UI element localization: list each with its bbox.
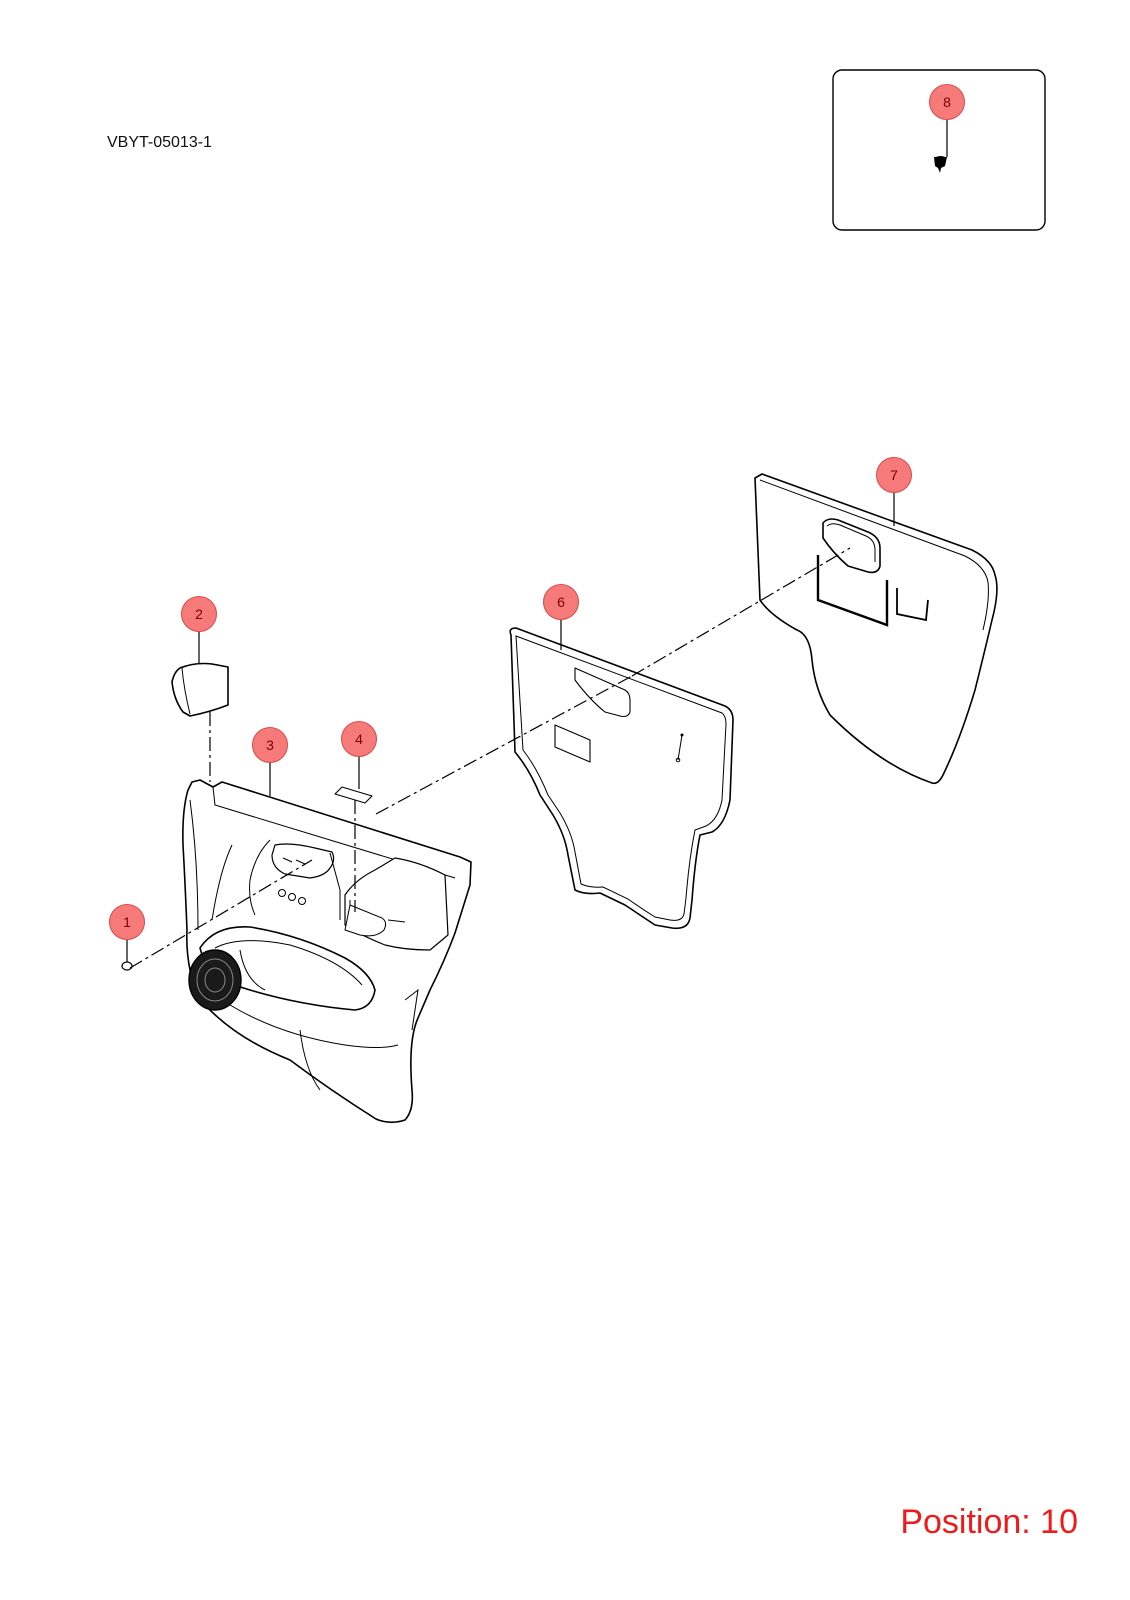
- callout-6[interactable]: 6: [543, 584, 579, 620]
- insulator-panel: [754, 473, 998, 785]
- screw-inset: [832, 69, 1046, 231]
- callout-1[interactable]: 1: [109, 904, 145, 940]
- position-label: Position: 10: [900, 1503, 1078, 1541]
- pad: [334, 786, 373, 804]
- callout-4[interactable]: 4: [341, 721, 377, 757]
- speaker-grille-icon: [188, 949, 242, 1011]
- callout-3-number: 3: [266, 737, 274, 753]
- callout-2-number: 2: [195, 606, 203, 622]
- screw-icon: [934, 156, 947, 173]
- clip: [121, 961, 133, 971]
- diagram-code: VBYT-05013-1: [107, 134, 212, 151]
- sealing-screen: [509, 627, 734, 930]
- callout-3[interactable]: 3: [252, 727, 288, 763]
- callout-8[interactable]: 8: [929, 84, 965, 120]
- callout-1-number: 1: [123, 914, 131, 930]
- callout-2[interactable]: 2: [181, 596, 217, 632]
- callout-6-number: 6: [557, 594, 565, 610]
- cover-cap: [171, 662, 229, 717]
- door-trim-panel: [182, 779, 472, 1124]
- callout-7-number: 7: [890, 467, 898, 483]
- callout-8-number: 8: [943, 94, 951, 110]
- callout-4-number: 4: [355, 731, 363, 747]
- callout-7[interactable]: 7: [876, 457, 912, 493]
- assembly-lines: [129, 547, 851, 969]
